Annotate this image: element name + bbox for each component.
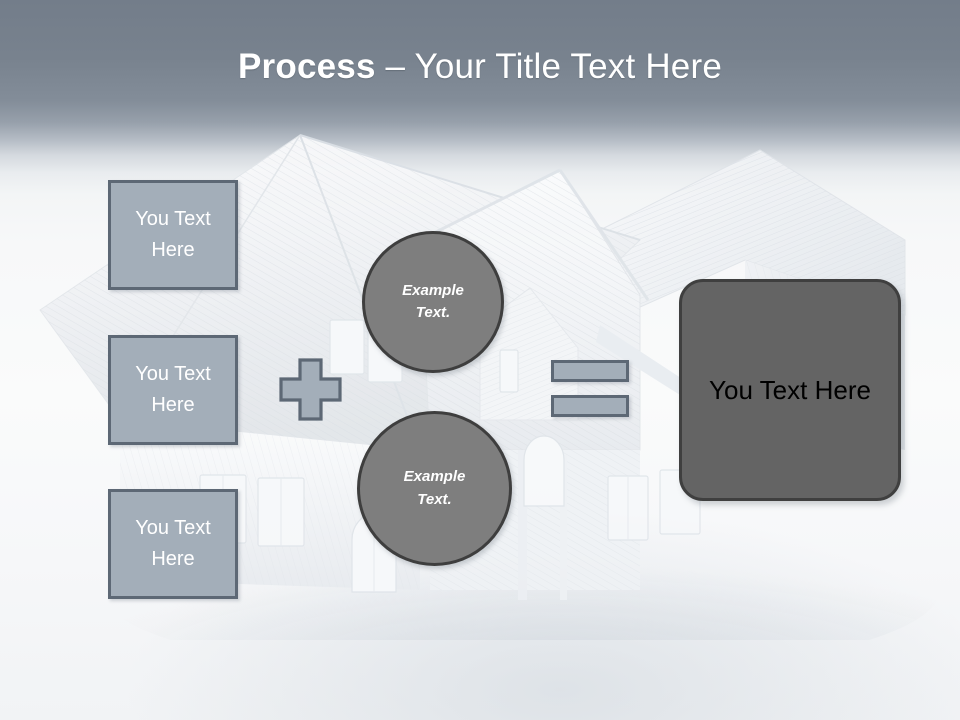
input-box-1-label: You Text Here [135, 208, 211, 261]
result-box[interactable]: You Text Here [679, 279, 901, 501]
equals-icon [551, 360, 631, 418]
input-box-2-label: You Text Here [135, 363, 211, 416]
plus-icon [279, 358, 342, 421]
input-box-1[interactable]: You Text Here [108, 180, 238, 290]
page-title-strong: Process [238, 47, 376, 86]
input-box-2[interactable]: You Text Here [108, 335, 238, 445]
page-title-rest: – Your Title Text Here [375, 47, 722, 86]
page-title: Process – Your Title Text Here [0, 47, 960, 87]
equals-bar-top [551, 360, 629, 382]
input-box-3[interactable]: You Text Here [108, 489, 238, 599]
input-box-3-label: You Text Here [135, 517, 211, 570]
result-box-label: You Text Here [709, 374, 871, 405]
equals-bar-bottom [551, 395, 629, 417]
